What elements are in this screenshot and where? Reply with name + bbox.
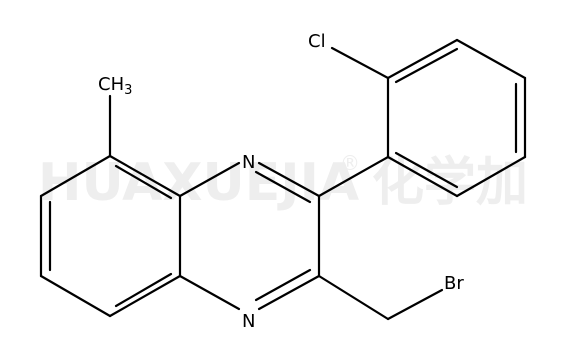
bond: [386, 38, 459, 80]
double-bond-inner: [114, 164, 173, 200]
bond: [257, 161, 321, 198]
methyl-label: CH3: [98, 74, 132, 98]
bond: [178, 161, 241, 198]
double-bond-inner: [114, 272, 173, 308]
bromine-label: Br: [444, 273, 464, 294]
double-bond-inner: [394, 151, 459, 189]
methyl-subscript: 3: [124, 83, 132, 98]
double-bond-inner: [254, 170, 312, 204]
chlorine-label: Cl: [308, 31, 326, 52]
double-bond-inner: [254, 268, 312, 302]
bond-br: [386, 288, 444, 321]
bond: [455, 38, 527, 80]
bond: [108, 154, 182, 198]
bond: [455, 155, 527, 198]
methyl-base: CH: [98, 74, 124, 95]
bond: [257, 274, 321, 311]
bond: [39, 274, 112, 318]
bond: [39, 154, 112, 198]
nitrogen-top-label: N: [242, 152, 255, 173]
bond-aryl: [317, 155, 390, 198]
watermark-text: HUAXUEJIA: [38, 153, 359, 213]
nitrogen-bottom-label: N: [242, 311, 255, 332]
bond-ch2: [317, 274, 390, 321]
bond-cl: [330, 46, 390, 80]
watermark-registered: ®: [340, 151, 360, 175]
double-bond-inner: [394, 47, 459, 84]
bond: [108, 274, 182, 318]
bond: [178, 274, 241, 311]
bond: [386, 155, 459, 198]
